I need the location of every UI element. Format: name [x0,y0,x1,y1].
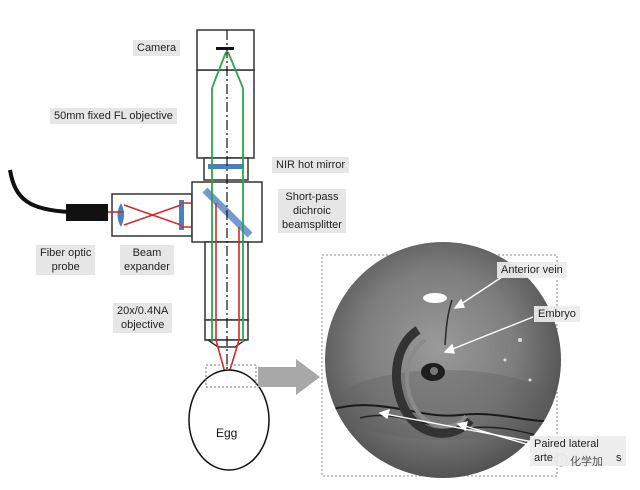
anterior-vein-label: Anterior vein [497,262,567,278]
beam-expander-label-line-1: Beam [132,247,162,259]
dichroic-label: Short-pass dichroic beamsplitter [278,189,346,233]
camera-sensor [216,47,234,50]
dichroic-label-line-1: Short-pass [285,191,339,203]
fiber-probe-label-line-2: probe [51,261,80,273]
objective-20x-label: 20x/0.4NA objective [113,303,173,333]
nir-hot-mirror [208,164,244,169]
objective-50mm-label: 50mm fixed FL objective [50,108,177,124]
beam-expander-label-line-2: expander [124,261,170,273]
fiber-probe-label: Fiber optic probe [36,245,96,275]
objective-20x-label-line-1: 20x/0.4NA [117,305,169,317]
anterior-vein-spot [423,293,447,303]
paired-lateral-label-line-2-start: arte [534,452,553,464]
camera-label: Camera [133,40,181,56]
beam-expander-lens-1 [117,203,124,227]
magnify-arrow [258,359,320,395]
paired-lateral-label: Paired lateral arte s [530,436,626,466]
fiber-probe-label-line-1: Fiber optic [40,247,92,259]
paired-lateral-label-line-2: arte s [534,451,622,465]
beam-expander-lens-2 [179,200,184,230]
egg-shape [188,369,270,471]
paired-lateral-label-line-1: Paired lateral [534,438,599,450]
dichroic-label-line-3: beamsplitter [282,219,342,231]
embryo-label: Embryo [534,306,580,322]
watermark-text: 化学加 [570,456,603,468]
dichroic-label-line-2: dichroic [293,205,331,217]
beam-expander-label: Beam expander [120,245,174,275]
fiber-probe-tip [66,204,108,221]
fiber-cable [8,169,71,214]
egg-label: Egg [216,426,238,440]
embryo-dish [325,242,561,478]
upper-tube [196,69,255,159]
annotation-arrows [378,274,534,447]
nir-hot-mirror-label: NIR hot mirror [272,157,350,173]
embryo-detail [329,293,561,441]
paired-lateral-label-tail: s [616,452,622,464]
emission-path [211,51,244,342]
egg-window-outline [205,364,257,388]
excitation-path [215,203,240,381]
objective-20x-label-line-2: objective [120,319,165,331]
